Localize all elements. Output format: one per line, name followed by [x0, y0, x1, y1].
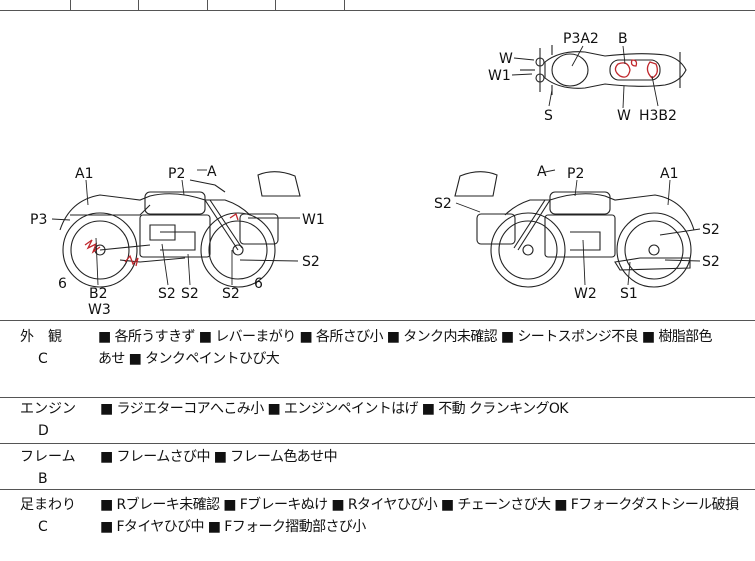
- remarks-line: ■ Rブレーキ未確認 ■ Fブレーキぬけ ■ Rタイヤひび小 ■ チェーンさび大…: [100, 497, 739, 513]
- right-side-motorcycle: [454, 171, 695, 288]
- right-side-label: A1: [660, 166, 678, 182]
- left-side-leaders: [51, 169, 300, 286]
- right-side-label: S2: [702, 254, 720, 270]
- top-row-bottom-border: [0, 10, 755, 11]
- left-side-label: S2: [181, 286, 199, 302]
- category-grade: B: [38, 471, 48, 487]
- top-view-damage-marks: [614, 59, 658, 79]
- top-row-divider: [70, 0, 71, 10]
- motorcycle-damage-diagram: W W1 P3A2 B S W H3B2 A1 P2 A P3 W1 6 B2 …: [30, 31, 720, 318]
- remarks-cell: ■ フレームさび中 ■ フレーム色あせ中: [100, 446, 750, 468]
- right-side-label: S1: [620, 286, 638, 302]
- left-side-label: W3: [88, 302, 111, 318]
- right-side-label: S2: [434, 196, 452, 212]
- category-name: フレーム: [20, 449, 76, 465]
- left-side-label: S2: [158, 286, 176, 302]
- top-view-label: B: [618, 31, 628, 47]
- top-view-label: W: [499, 51, 513, 67]
- category-cell: 外 観 C: [0, 326, 90, 370]
- top-view-motorcycle: [520, 45, 687, 95]
- category-grade: C: [38, 351, 48, 367]
- remarks-line: ■ フレームさび中 ■ フレーム色あせ中: [100, 449, 338, 465]
- remarks-line: ■ Fタイヤひび中 ■ Fフォーク摺動部さび小: [100, 519, 366, 535]
- left-side-label: A1: [75, 166, 93, 182]
- right-side-label: P2: [567, 166, 584, 182]
- top-view-label: S: [544, 108, 553, 124]
- right-side-label: W2: [574, 286, 597, 302]
- category-name: 足まわり: [20, 497, 76, 513]
- remarks-line: ■ 各所うすきず ■ レバーまがり ■ 各所さび小 ■ タンク内未確認 ■ シー…: [98, 329, 713, 345]
- left-side-label: S2: [302, 254, 320, 270]
- top-view-label: P3A2: [563, 31, 599, 47]
- top-row-divider: [138, 0, 139, 10]
- left-side-label: P2: [168, 166, 185, 182]
- category-cell: フレーム B: [0, 446, 90, 490]
- left-side-label: P3: [30, 212, 47, 228]
- left-side-label: B2: [89, 286, 108, 302]
- row-divider: [0, 489, 755, 490]
- left-side-label: 6: [58, 276, 67, 292]
- remarks-cell: ■ 各所うすきず ■ レバーまがり ■ 各所さび小 ■ タンク内未確認 ■ シー…: [98, 326, 748, 370]
- right-side-leaders: [455, 169, 701, 286]
- remarks-line: あせ ■ タンクペイントひび大: [98, 351, 280, 367]
- top-view-label: W: [617, 108, 631, 124]
- right-side-label: A: [537, 164, 547, 180]
- table-top-border: [0, 320, 755, 321]
- category-name: 外 観: [20, 329, 62, 345]
- right-side-label: S2: [702, 222, 720, 238]
- left-side-motorcycle: [59, 171, 301, 288]
- left-side-label: 6: [254, 276, 263, 292]
- left-side-label: W1: [302, 212, 325, 228]
- row-divider: [0, 443, 755, 444]
- category-cell: 足まわり C: [0, 494, 90, 538]
- remarks-cell: ■ ラジエターコアへこみ小 ■ エンジンペイントはげ ■ 不動 クランキングOK: [100, 398, 750, 420]
- top-row-divider: [207, 0, 208, 10]
- category-grade: D: [38, 423, 49, 439]
- top-view-label: H3B2: [639, 108, 677, 124]
- top-row-divider: [344, 0, 345, 10]
- left-side-label: A: [207, 164, 217, 180]
- row-divider: [0, 397, 755, 398]
- left-side-label: S2: [222, 286, 240, 302]
- left-side-damage-marks: [84, 212, 239, 267]
- top-view-label: W1: [488, 68, 511, 84]
- top-row-divider: [275, 0, 276, 10]
- remarks-cell: ■ Rブレーキ未確認 ■ Fブレーキぬけ ■ Rタイヤひび小 ■ チェーンさび大…: [100, 494, 750, 538]
- top-view-leaders: [511, 45, 659, 109]
- remarks-line: ■ ラジエターコアへこみ小 ■ エンジンペイントはげ ■ 不動 クランキングOK: [100, 401, 568, 417]
- category-cell: エンジン D: [0, 398, 90, 442]
- category-grade: C: [38, 519, 48, 535]
- category-name: エンジン: [20, 401, 76, 417]
